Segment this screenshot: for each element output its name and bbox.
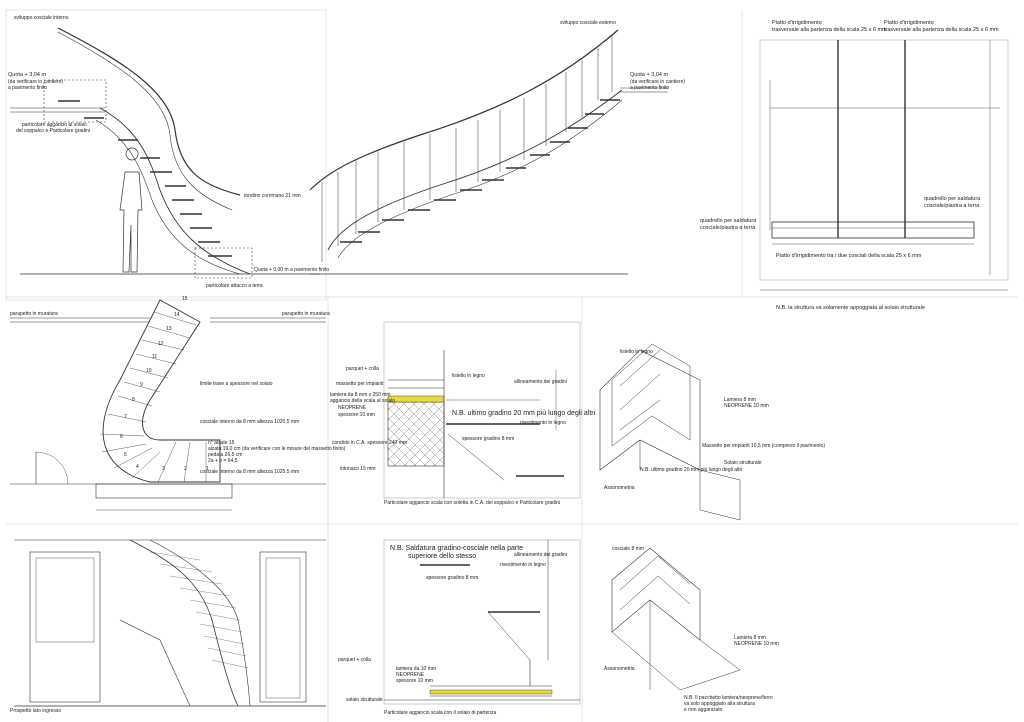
step-number: 15 xyxy=(182,296,188,302)
ground-detail: particolare attacco a terra xyxy=(206,283,263,289)
step-number: 10 xyxy=(146,368,152,374)
parapet-right: parapetto in muratura xyxy=(282,311,330,317)
section-label: NEOPRENE xyxy=(396,672,425,678)
step-number: 13 xyxy=(166,326,172,332)
quota-left-3: a pavimento finito xyxy=(8,85,48,91)
detail-label: massetto per impianti xyxy=(336,381,384,387)
step-number: 14 xyxy=(174,312,180,318)
step-number: 7 xyxy=(124,414,127,420)
section-note-1: N.B. Saldatura gradino-cosciale nella pa… xyxy=(390,545,524,552)
detail-note: N.B. ultimo gradino 20 mm più lungo degl… xyxy=(452,410,596,417)
step-number: 9 xyxy=(140,382,143,388)
step-number: 6 xyxy=(120,434,123,440)
axo-top-caption: Assonometria xyxy=(604,485,635,491)
detail-label: aggancio della scala al solaio xyxy=(330,398,396,404)
detail-label: spessore 10 mm xyxy=(338,412,375,418)
plate-right-1: Piatto d'irrigidimento xyxy=(884,20,934,26)
axo-label: N.B. ultimo gradino 20 mm più lungo degl… xyxy=(640,467,743,473)
section-label: spessore gradino 8 mm xyxy=(426,575,479,581)
handrail-note: tondino corrimano 21 mm xyxy=(244,193,301,199)
detail-label: condido in C.A. spessore 240 mm xyxy=(332,440,408,446)
weld-right-1: quadrello per saldatura xyxy=(924,196,981,202)
detail-label: parquet + colla xyxy=(346,366,379,372)
axo-label: NEOPRENE 10 mm xyxy=(724,403,769,409)
detail-label: allineamento dei gradini xyxy=(514,379,567,385)
plate-left-2: trasversale alla partenza della scala 25… xyxy=(772,27,887,33)
attachment-note-2: del soppalco e Particolare gradini xyxy=(16,128,90,134)
bottom-plate-label: Piatto d'irrigidimento tra i due coscial… xyxy=(776,253,922,259)
section-label: parquet + colla xyxy=(338,657,371,663)
step-number: 1 xyxy=(206,466,209,472)
section-note-2: superiore dello stesso xyxy=(408,553,477,560)
step-number: 5 xyxy=(124,452,127,458)
axo-label: Solaio strutturale xyxy=(724,460,762,466)
quota-right-3: a pavimento finito xyxy=(630,85,670,91)
step-number: 2 xyxy=(184,466,187,472)
axo-bottom-note-3: e non agganciato xyxy=(684,707,723,713)
axo-bottom-label: NEOPRENE 10 mm xyxy=(734,641,779,647)
outer-stringer-spec: cosciale interno da 8 mm altezza 1025,5 … xyxy=(200,469,300,475)
risers-count: n° alzate 15 xyxy=(208,440,235,446)
inner-stringer-spec: cosciale interno da 8 mm altezza 1020,5 … xyxy=(200,419,300,425)
section-label: spessore 10 mm xyxy=(396,678,433,684)
axo-label: Massetto per impianti 10,5 mm (compreso … xyxy=(702,443,826,449)
attachment-note-1: particolare aggancio al solaio xyxy=(22,122,87,128)
step-number: 4 xyxy=(136,464,139,470)
detail-top-caption: Particolare aggancio scala con soletta i… xyxy=(384,500,560,506)
riser-height: alzata 19,0 cm (da verificare con le mis… xyxy=(208,446,346,452)
step-number: 3 xyxy=(162,466,165,472)
axo-bottom-label: cosciale 8 mm xyxy=(612,546,644,552)
prospetto-caption: Prospetto lato ingresso xyxy=(10,708,62,714)
section-bottom-caption: Particolare aggancio scala con il solaio… xyxy=(384,710,497,716)
formula: 2a + p = 64,5 xyxy=(208,458,238,464)
step-number: 11 xyxy=(152,354,158,360)
plate-left-1: Piatto d'irrigidimento xyxy=(772,20,822,26)
axo-label: listello in legno xyxy=(620,349,653,355)
neoprene-label: NEOPRENE xyxy=(338,405,367,411)
detail-label: intonaco 15 mm xyxy=(340,466,376,472)
detail-label: listello in legno xyxy=(452,373,485,379)
section-label: solaio strutturale xyxy=(346,697,383,703)
ground-quota: Quota + 0,00 m a pavimento finito xyxy=(254,267,330,273)
axo-label: Lamiera 8 mm xyxy=(724,397,756,403)
axo-bottom-note-1: N.B. Il pacchetto lamiera/neoprene/ferro xyxy=(684,695,773,701)
axo-bottom-label: Lamiera 8 mm xyxy=(734,635,766,641)
outer-stringer-label: sviluppo cosciale esterno xyxy=(560,20,616,26)
stiffener-note: N.B. la struttura va solamente appoggiat… xyxy=(776,305,925,311)
axo-bottom-caption: Assonometria xyxy=(604,666,635,672)
step-number: 12 xyxy=(158,341,164,347)
quota-right-2: (da verificare in cantiere) xyxy=(630,79,686,85)
section-label: allineamento dei gradini xyxy=(514,552,567,558)
weld-left-1: quadrello per saldatura xyxy=(700,218,757,224)
beam-note: limite trave a spessore nel solaio xyxy=(200,381,273,387)
inner-stringer-label: sviluppo cosciale interno xyxy=(14,15,69,21)
parapet-left: parapetto in muratura xyxy=(10,311,58,317)
section-label: lamiera da 10 mm xyxy=(396,666,437,672)
section-label: rivestimento in legno xyxy=(500,562,546,568)
quota-right-1: Quota + 3,04 m xyxy=(630,72,669,78)
weld-right-2: cosciale/piastra a terra xyxy=(924,203,980,209)
detail-label: rivestimento in legno xyxy=(520,420,566,426)
detail-label: spessore gradino 8 mm xyxy=(462,436,515,442)
quota-left-1: Quota + 3,04 m xyxy=(8,72,47,78)
weld-left-2: cosciale/piastra a terra xyxy=(700,225,756,231)
detail-label: lamiera da 8 mm x 250 mm xyxy=(330,392,391,398)
step-number: 8 xyxy=(132,397,135,403)
quota-left-2: (da verificare in cantiere) xyxy=(8,79,64,85)
tread: pedata 26,5 cm xyxy=(208,452,243,458)
axo-bottom-note-2: va solo appoggiato alla struttura xyxy=(684,701,755,707)
plate-right-2: trasversale alla partenza della scala 25… xyxy=(884,27,999,33)
